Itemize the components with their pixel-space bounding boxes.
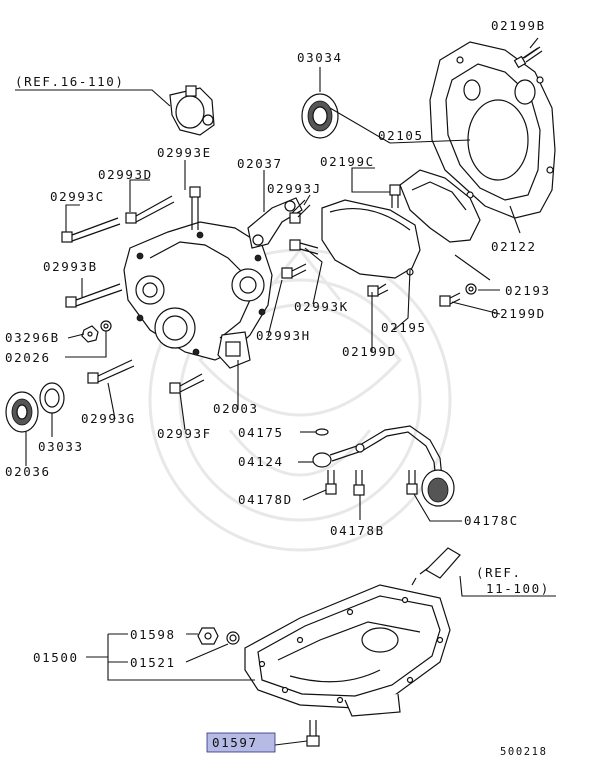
part-label-04178D: 04178D [238,492,293,507]
part-label-02993J: 02993J [267,181,322,196]
part-label-01597[interactable]: 01597 [212,735,258,750]
bell-cover-part [399,169,481,243]
o-ring-part [315,428,329,436]
washer-02193 [465,283,477,295]
part-label-02993C: 02993C [50,189,105,204]
bolt-02993J [289,199,311,224]
cover-plate-part [321,199,421,279]
part-label-02993E: 02993E [157,145,212,160]
part-label-03033: 03033 [38,439,84,454]
part-label-02122: 02122 [491,239,537,254]
bolt-02993B [65,283,123,308]
part-label-02199D-mid: 02199D [342,344,397,359]
part-label-02037: 02037 [237,156,283,171]
bolt-04178C [406,470,418,495]
bolt-02993H [281,263,307,279]
part-label-02199D-right: 02199D [491,306,546,321]
part-label-02199B-top: 02199B [491,18,546,33]
part-label-04178B: 04178B [330,523,385,538]
drain-gasket-part [226,631,240,645]
part-label-03296B: 03296B [5,330,60,345]
bolt-02993D [125,195,175,224]
bolt-02199B [513,46,543,69]
diagram-number: 500218 [500,746,548,758]
ref-16-110-label: (REF.16-110) [15,74,125,89]
part-label-02993B: 02993B [43,259,98,274]
part-label-02199C: 02199C [320,154,375,169]
nut-03296B [81,325,99,343]
seal-ring-part [39,382,65,414]
part-label-02993F: 02993F [157,426,212,441]
part-label-04175: 04175 [238,425,284,440]
ref-11-100-label-line1: (REF. [476,565,522,580]
part-label-02193: 02193 [505,283,551,298]
bolt-02993C [61,217,121,243]
part-label-02026: 02026 [5,350,51,365]
bolt-04178B [353,470,365,496]
bolt-01597 [306,720,320,747]
water-pump-ref-part [169,85,215,136]
sealant-tube-ref-part [411,547,461,586]
gasket-part [5,391,39,433]
highlighted-part-01597[interactable]: 01597 [206,732,276,753]
washer-02026 [100,320,112,332]
oil-strainer-part [312,425,455,507]
part-label-01521: 01521 [130,655,176,670]
part-label-02195: 02195 [381,320,427,335]
part-label-02105: 02105 [378,128,424,143]
bolt-02993G [87,359,135,384]
part-label-02993H: 02993H [256,328,311,343]
part-label-01598: 01598 [130,627,176,642]
leader-lines [15,37,556,746]
bolt-04178D [325,470,337,495]
oil-pan-part [244,584,451,717]
bolt-02199C [389,184,401,208]
bolt-02993K [289,239,319,255]
bolt-02993E [189,186,201,230]
part-label-02993G: 02993G [81,411,136,426]
part-label-02993D: 02993D [98,167,153,182]
oil-seal-part [301,93,339,139]
timing-cover-assembly [123,221,273,369]
part-label-02993K: 02993K [294,299,349,314]
part-label-02036: 02036 [5,464,51,479]
drain-plug-part [197,627,219,645]
part-label-04124: 04124 [238,454,284,469]
part-label-03034: 03034 [297,50,343,65]
bolt-02993F [169,373,205,394]
part-label-04178C: 04178C [464,513,519,528]
bolt-02199D-mid [367,283,389,297]
ref-11-100-label-line2: 11-100) [486,581,550,596]
rear-plate-part [429,41,556,219]
part-label-02003: 02003 [213,401,259,416]
part-label-01500: 01500 [33,650,79,665]
bolt-02199D-right [439,292,461,307]
